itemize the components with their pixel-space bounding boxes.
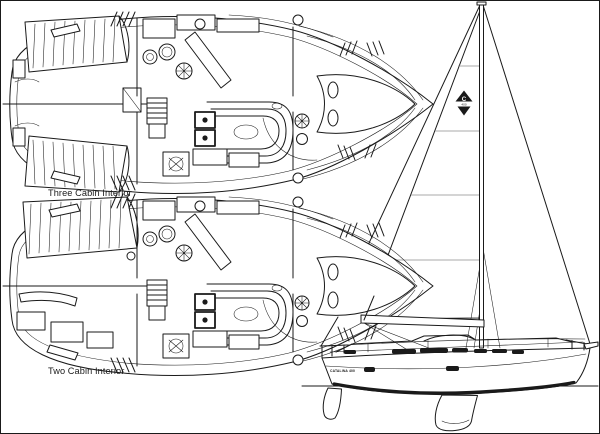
anchor-roller (583, 341, 599, 350)
mainsheet-lines (363, 322, 435, 351)
three-cabin-label: Three Cabin Interior (48, 188, 132, 198)
hull-ports (364, 366, 459, 372)
boot-stripe (332, 380, 576, 395)
rig-foreground (320, 295, 485, 351)
aft-cabin-two (16, 196, 139, 361)
backstay-tail (320, 316, 339, 347)
aft-seat (18, 291, 78, 307)
three-cabin-plan (2, 11, 434, 195)
dodger (423, 334, 475, 342)
rudder (322, 387, 342, 420)
mast (476, 1, 487, 349)
two-cabin-plan (2, 193, 434, 377)
forestay (482, 4, 592, 348)
stern-pulpit (319, 344, 349, 359)
lifeline (327, 338, 586, 347)
catalina-logo: C 400 (455, 90, 473, 116)
two-cabin-label: Two Cabin Interior (48, 366, 124, 376)
logo-letter: C (462, 96, 467, 103)
stowage-locker (16, 311, 46, 331)
logo-model: 400 (461, 103, 466, 107)
sail-seams (387, 65, 481, 261)
cabin-windows (344, 348, 524, 354)
hull-profile: CATALINA 400 (301, 334, 599, 432)
leech-tail (363, 295, 375, 321)
boom (360, 314, 485, 328)
bow-pulpit (565, 339, 599, 351)
stanchions (367, 338, 549, 353)
keel (434, 394, 478, 432)
hull-name-text: CATALINA 400 (330, 369, 355, 373)
